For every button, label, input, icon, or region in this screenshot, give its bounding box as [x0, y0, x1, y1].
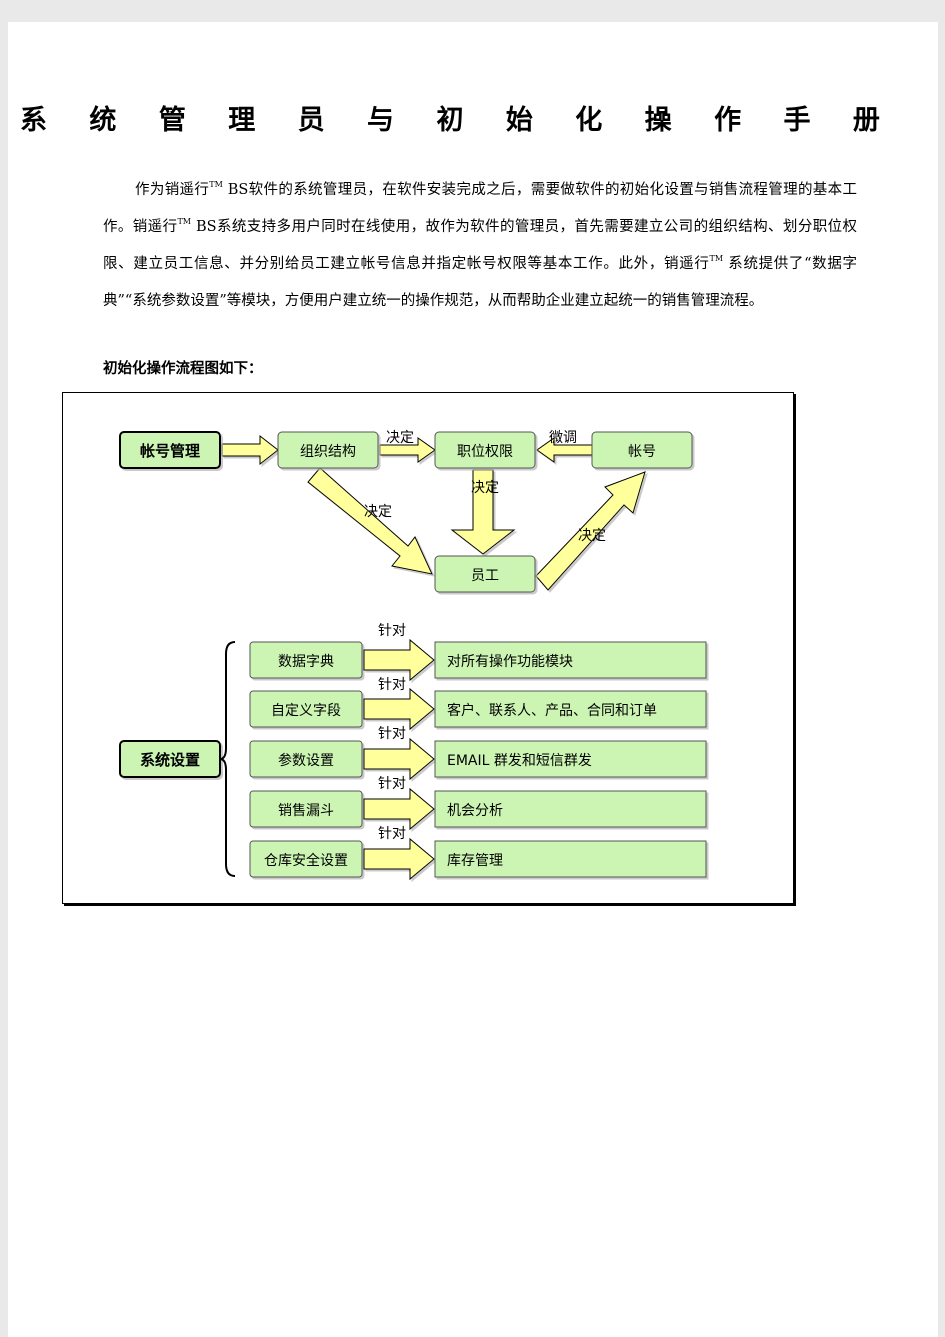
arrow-position-to-employee	[450, 469, 516, 555]
target-box-label: 机会分析	[447, 803, 503, 819]
title-char: 初	[436, 105, 464, 136]
setting-item-label: 销售漏斗	[278, 803, 334, 819]
flowchart-canvas: 帐号管理 组织结构 职位权限 帐号 员工 决定 微调 决定 决定 决定 系统设置…	[119, 430, 707, 881]
label-position-employee: 决定	[471, 480, 499, 496]
setting-item-label: 仓库安全设置	[264, 852, 348, 869]
target-box	[434, 840, 707, 878]
node-position-permission-label: 职位权限	[457, 444, 513, 460]
title-char: 手	[783, 105, 811, 136]
arrow-setting-target	[363, 687, 435, 731]
target-box-label: 对所有操作功能模块	[447, 654, 573, 670]
title-char: 统	[89, 105, 117, 136]
node-employee	[434, 555, 536, 593]
node-account	[591, 431, 693, 469]
page-title: 系 统 管 理 员 与 初 始 化 操 作 手 册	[20, 104, 880, 138]
arrow-account-to-position	[536, 437, 593, 463]
setting-item-label: 自定义字段	[271, 703, 341, 719]
title-char: 员	[297, 105, 325, 136]
setting-item	[249, 840, 363, 878]
arrow-org-to-employee	[307, 467, 433, 575]
target-box	[434, 790, 707, 828]
intro-text-3: BS系统支持多用户同时在线使用，故作为软件的管理员，首先需要建立公司的组织结构、…	[103, 219, 857, 272]
label-org-employee: 决定	[364, 504, 392, 520]
trademark-mark: TM	[177, 217, 191, 226]
label-org-position: 决定	[386, 430, 414, 446]
arrow-setting-target	[363, 737, 435, 781]
setting-item-label: 参数设置	[278, 752, 334, 769]
node-org-structure	[277, 431, 379, 469]
node-account-management-label: 帐号管理	[140, 442, 200, 460]
label-account-position: 微调	[549, 430, 577, 446]
label-for: 针对	[378, 776, 406, 792]
flowchart-frame	[62, 392, 794, 904]
intro-text-2: BS软件的系统管理员，在软件安装完成之后，需要做软件的初始化设置与销售流程管理的…	[103, 182, 857, 235]
label-employee-account: 决定	[578, 528, 606, 544]
label-for: 针对	[378, 623, 406, 639]
target-box-label: EMAIL 群发和短信群发	[447, 753, 592, 769]
setting-item	[249, 690, 363, 728]
intro-text-1: 作为销遥行	[135, 182, 210, 198]
node-account-management	[119, 431, 221, 469]
target-box	[434, 641, 707, 679]
title-char: 操	[644, 105, 672, 136]
flowchart: 帐号管理 组织结构 职位权限 帐号 员工 决定 微调 决定 决定 决定 系统设置…	[62, 392, 794, 904]
diagram-caption: 初始化操作流程图如下：	[103, 360, 263, 377]
title-char: 与	[367, 105, 395, 136]
arrow-start-to-org	[221, 434, 279, 466]
node-account-label: 帐号	[628, 444, 656, 460]
trademark-mark: TM	[209, 180, 223, 189]
setting-item-label: 数据字典	[278, 654, 334, 670]
title-char: 系	[20, 105, 47, 136]
label-for: 针对	[378, 826, 406, 842]
node-org-structure-label: 组织结构	[300, 444, 356, 460]
intro-paragraph: 作为销遥行TM BS软件的系统管理员，在软件安装完成之后，需要做软件的初始化设置…	[103, 172, 857, 320]
node-position-permission	[434, 431, 536, 469]
target-box-label: 库存管理	[447, 853, 503, 869]
brace	[219, 641, 236, 877]
label-for: 针对	[378, 677, 406, 693]
title-char: 始	[505, 105, 533, 136]
target-box	[434, 690, 707, 728]
title-char: 管	[158, 105, 186, 136]
arrow-org-to-position	[379, 437, 436, 463]
arrow-setting-target	[363, 787, 435, 831]
arrow-setting-target	[363, 837, 435, 881]
intro-text-4: 系统提供了“数据字典”“系统参数设置”等模块，方便用户建立统一的操作规范，从而帮…	[103, 256, 857, 309]
target-box-label: 客户、联系人、产品、合同和订单	[447, 702, 657, 719]
node-system-settings-label: 系统设置	[140, 751, 200, 769]
node-employee-label: 员工	[471, 568, 499, 584]
target-box	[434, 740, 707, 778]
title-char: 册	[852, 105, 880, 136]
label-for: 针对	[378, 726, 406, 742]
title-char: 作	[714, 105, 742, 136]
document-page	[8, 22, 938, 1337]
setting-item	[249, 641, 363, 679]
title-char: 化	[575, 105, 603, 136]
arrow-setting-target	[363, 638, 435, 682]
title-char: 理	[228, 105, 256, 136]
arrow-employee-to-account	[535, 471, 646, 591]
setting-item	[249, 740, 363, 778]
setting-item	[249, 790, 363, 828]
trademark-mark: TM	[709, 254, 724, 263]
